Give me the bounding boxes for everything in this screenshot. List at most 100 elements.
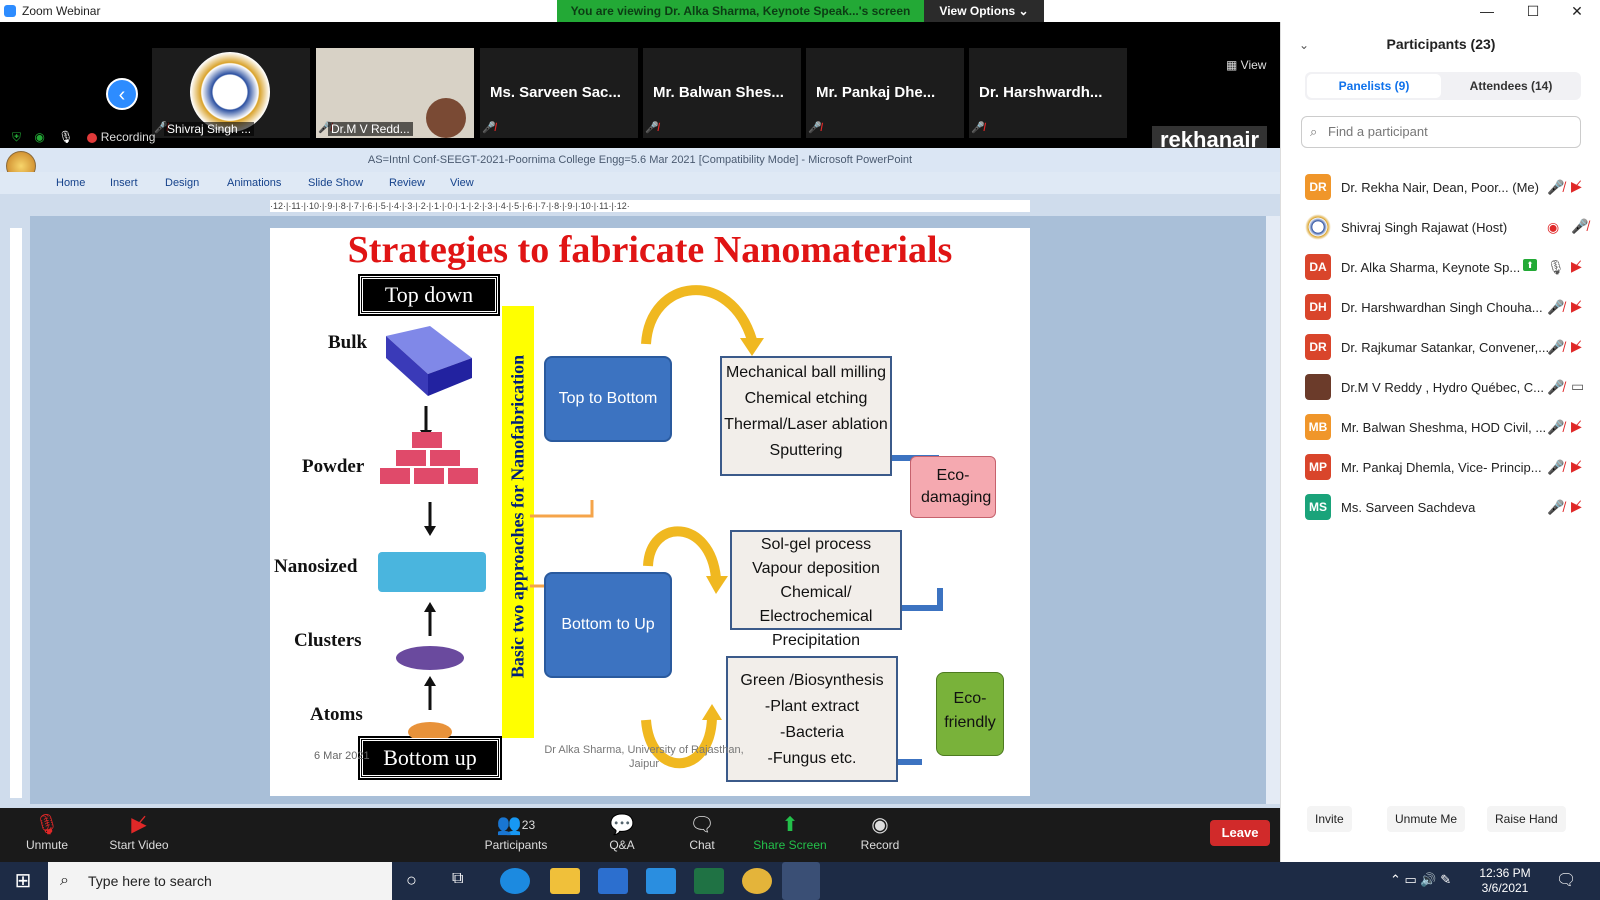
minimize-button[interactable]: — — [1480, 3, 1494, 19]
chat-button[interactable]: 🗨 Chat — [684, 812, 720, 852]
horizontal-ruler: ·12·|·11·|·10·|·9·|·8·|·7·|·6·|·5·|·4·|·… — [270, 200, 1030, 212]
video-gallery-strip: ‹ 🎤̸ Shivraj Singh ... 🎤̸ Dr.M V Redd...… — [0, 22, 1280, 148]
video-tile[interactable]: 🎤̸ Dr.M V Redd... — [316, 48, 474, 138]
participant-name: Dr. Harshwardhan Singh Chouha... — [1341, 300, 1543, 315]
participant-row[interactable]: MP Mr. Pankaj Dhemla, Vice- Princip... 🎤… — [1281, 448, 1600, 488]
connection-icon: ◉ — [34, 130, 45, 144]
video-tile[interactable]: Mr. Pankaj Dhe... 🎤̸ — [806, 48, 964, 138]
muted-mic-icon: 🎤̸ — [1547, 459, 1565, 475]
participant-row[interactable]: DR Dr. Rajkumar Satankar, Convener,... 🎤… — [1281, 328, 1600, 368]
green-methods-box: Green /Biosynthesis -Plant extract -Bact… — [726, 656, 898, 782]
vertical-banner: Basic two approaches for Nanofabrication — [502, 306, 534, 738]
eco-friendly-box: Eco-friendly — [936, 672, 1004, 756]
tile-name: Mr. Balwan Shes... — [653, 84, 784, 101]
view-options-button[interactable]: View Options ⌄ — [924, 0, 1044, 22]
chat-icon: 🗨 — [689, 814, 715, 836]
participant-name: Ms. Sarveen Sachdeva — [1341, 500, 1476, 515]
video-tile[interactable]: Mr. Balwan Shes... 🎤̸ — [643, 48, 801, 138]
edge-icon[interactable] — [500, 868, 530, 894]
muted-mic-icon: 🎤̸ — [808, 122, 822, 134]
chrome-icon[interactable] — [742, 868, 772, 894]
gallery-back-button[interactable]: ‹ — [106, 78, 138, 110]
taskbar-search-input[interactable]: ⌕ Type here to search — [48, 862, 392, 900]
ribbon-tab-design[interactable]: Design — [165, 177, 200, 189]
muted-mic-icon: 🎤̸ — [971, 122, 985, 134]
muted-mic-icon: 🎤̸ — [1547, 339, 1565, 355]
atoms-icon — [408, 722, 452, 738]
stage-clusters: Clusters — [294, 630, 362, 651]
participant-row[interactable]: DA Dr. Alka Sharma, Keynote Sp... ⬆ 🎙 ▶̸ — [1281, 248, 1600, 288]
system-tray[interactable]: ⌃ ▭ 🔊 ✎ — [1390, 872, 1452, 887]
participant-row[interactable]: MS Ms. Sarveen Sachdeva 🎤̸ ▶̸ — [1281, 488, 1600, 528]
zoom-taskbar-icon[interactable] — [782, 862, 820, 900]
record-button[interactable]: ◉ Record — [860, 812, 900, 852]
excel-icon[interactable] — [694, 868, 724, 894]
maximize-button[interactable]: ☐ — [1526, 3, 1540, 19]
taskbar-clock[interactable]: 12:36 PM 3/6/2021 — [1470, 866, 1540, 896]
participant-row[interactable]: Dr.M V Reddy , Hydro Québec, C... 🎤̸ ▭ — [1281, 368, 1600, 408]
recording-icon: ◉ — [1547, 219, 1560, 235]
ribbon-tab-review[interactable]: Review — [389, 177, 426, 189]
curved-arrow-icon — [643, 526, 721, 579]
vertical-banner-text: Basic two approaches for Nanofabrication — [507, 354, 528, 679]
unmute-me-button[interactable]: Unmute Me — [1387, 806, 1466, 832]
video-off-icon: ▶̸ — [1571, 258, 1582, 274]
store-icon[interactable] — [598, 868, 628, 894]
mic-icon: 🎙 — [1547, 259, 1565, 275]
participant-row[interactable]: DH Dr. Harshwardhan Singh Chouha... 🎤̸ ▶… — [1281, 288, 1600, 328]
ribbon-tab-view[interactable]: View — [450, 177, 474, 189]
ribbon-tab-animations[interactable]: Animations — [227, 177, 282, 189]
participant-row[interactable]: Shivraj Singh Rajawat (Host) ◉ 🎤̸ — [1281, 208, 1600, 248]
method-item: -Bacteria — [779, 724, 845, 741]
tab-attendees[interactable]: Attendees (14) — [1469, 79, 1553, 93]
search-icon: ⌕ — [1310, 124, 1318, 139]
video-off-icon: ▶̸ — [1571, 418, 1582, 434]
unmute-button[interactable]: 🎙 Unmute — [22, 812, 72, 852]
leave-button[interactable]: Leave — [1210, 820, 1270, 846]
slide-title: Strategies to fabricate Nanomaterials — [347, 229, 953, 271]
participant-row[interactable]: MB Mr. Balwan Sheshma, HOD Civil, ... 🎤̸… — [1281, 408, 1600, 448]
mail-icon[interactable] — [646, 868, 676, 894]
cortana-icon[interactable]: ○ — [406, 870, 417, 890]
search-placeholder: Find a participant — [1328, 124, 1428, 139]
video-off-icon: ▶̸ — [131, 814, 147, 836]
video-tile[interactable]: Dr. Harshwardh... 🎤̸ — [969, 48, 1127, 138]
participants-button[interactable]: 👥23 Participants — [484, 812, 548, 852]
ribbon-tab-slideshow[interactable]: Slide Show — [308, 177, 364, 189]
video-tile[interactable]: 🎤̸ Shivraj Singh ... — [152, 48, 310, 138]
shared-screen-powerpoint: AS=Intnl Conf-SEEGT-2021-Poornima Colleg… — [0, 148, 1280, 808]
bulk-cube-side-icon — [386, 336, 428, 396]
view-button[interactable]: ▦ View — [1226, 58, 1266, 72]
record-label: Record — [860, 838, 900, 852]
tab-panelists[interactable]: Panelists (9) — [1307, 74, 1441, 98]
tile-name: Dr. Harshwardh... — [979, 84, 1103, 101]
share-screen-button[interactable]: ⬆ Share Screen — [750, 812, 830, 852]
bottom-to-up-box: Bottom to Up — [544, 572, 672, 678]
participant-row[interactable]: DR Dr. Rekha Nair, Dean, Poor... (Me) 🎤̸… — [1281, 168, 1600, 208]
invite-button[interactable]: Invite — [1307, 806, 1352, 832]
ribbon-tab-home[interactable]: Home — [56, 177, 86, 189]
notification-icon[interactable]: 🗨 — [1556, 872, 1577, 889]
bulk-cube-front-icon — [428, 358, 472, 396]
file-explorer-icon[interactable] — [550, 868, 580, 894]
method-item: Chemical/ Electrochemical — [759, 584, 873, 625]
video-tile[interactable]: Ms. Sarveen Sac... 🎤̸ — [480, 48, 638, 138]
share-screen-icon: ⬆ — [781, 814, 799, 836]
vertical-scrollbar[interactable] — [1266, 216, 1280, 804]
chat-label: Chat — [689, 838, 715, 852]
qa-button[interactable]: 💬 Q&A — [604, 812, 640, 852]
method-item: Mechanical ball milling — [725, 364, 887, 381]
ribbon-tab-insert[interactable]: Insert — [110, 177, 138, 189]
participant-search-input[interactable]: ⌕ Find a participant — [1301, 116, 1581, 148]
curved-arrow-icon — [641, 717, 717, 769]
raise-hand-button[interactable]: Raise Hand — [1487, 806, 1566, 832]
task-view-icon[interactable]: ⧉ — [452, 870, 464, 887]
participants-count: 23 — [521, 818, 536, 832]
muted-mic-icon: 🎤̸ — [1547, 499, 1565, 515]
start-video-button[interactable]: ▶̸ Start Video — [104, 812, 174, 852]
qa-icon: 💬 — [609, 814, 635, 836]
close-button[interactable]: ✕ — [1571, 3, 1583, 19]
windows-start-icon[interactable]: ⊞ — [14, 870, 32, 892]
collapse-chevron-icon[interactable]: ⌄ — [1299, 38, 1310, 52]
participant-name: Mr. Balwan Sheshma, HOD Civil, ... — [1341, 420, 1547, 435]
